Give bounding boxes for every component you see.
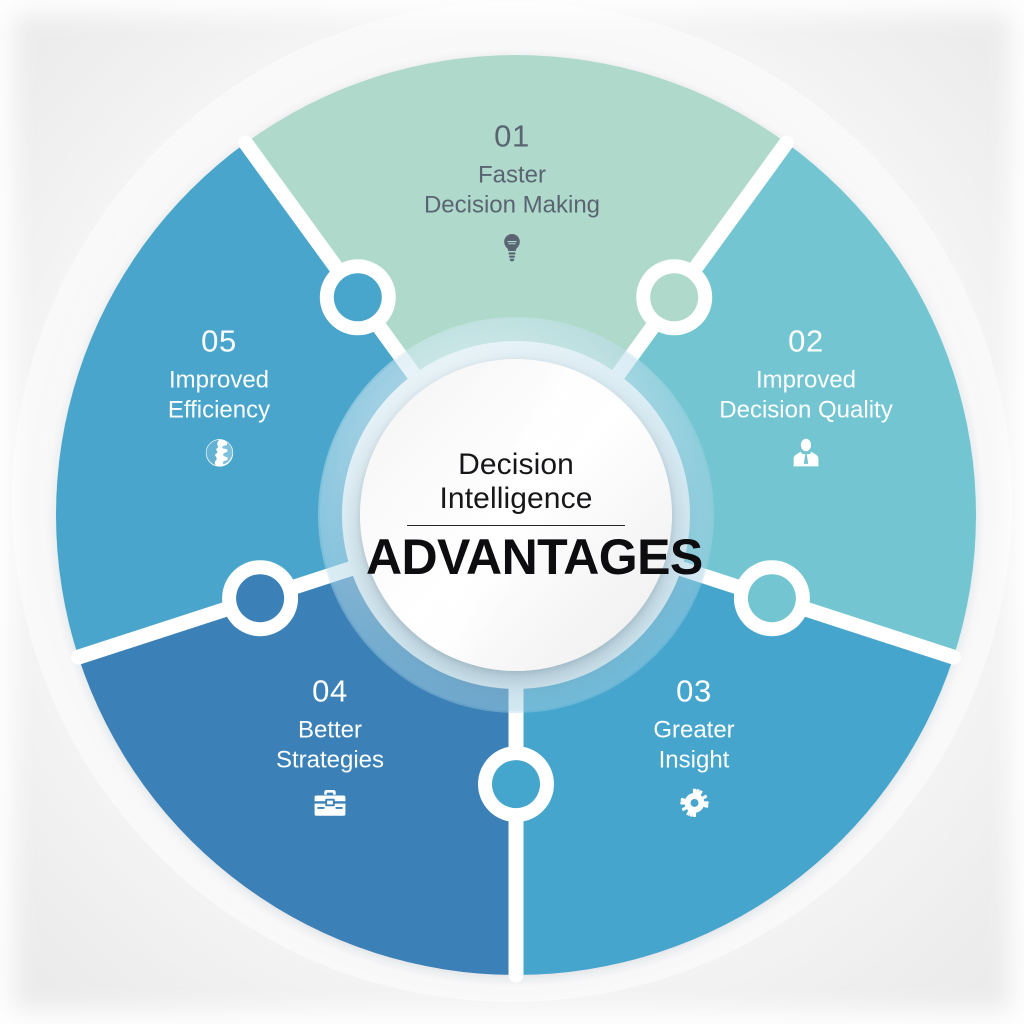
globe-icon (94, 438, 344, 468)
segment-04-title: Better Strategies (275, 716, 385, 774)
puzzle-knob-03-04 (478, 746, 554, 823)
hub-title: ADVANTAGES (366, 528, 703, 585)
user-tie-icon (681, 438, 931, 468)
segment-04-number: 04 (312, 673, 348, 709)
lightbulb-icon (387, 233, 637, 263)
hub-kicker-line2: Intelligence (439, 482, 593, 515)
center-hub[interactable]: Decision Intelligence ADVANTAGES (360, 359, 703, 671)
puzzle-knob-01-02 (636, 259, 713, 336)
puzzle-knob-04-05 (222, 560, 299, 637)
segment-01-number: 01 (494, 118, 530, 154)
segment-03-title: Greater Insight (653, 716, 735, 774)
hub-divider-rule (407, 524, 625, 526)
puzzle-knob-02-03 (733, 560, 810, 637)
segment-01-title: Faster Decision Making (423, 161, 601, 219)
segment-03-number: 03 (676, 673, 712, 709)
gear-icon (569, 788, 819, 818)
segment-label-02[interactable]: 02 Improved Decision Quality (681, 322, 931, 467)
segment-05-title: Improved Efficiency (167, 366, 271, 424)
segment-02-number: 02 (788, 323, 824, 359)
briefcase-icon (205, 788, 455, 818)
segment-01-shape[interactable] (245, 55, 787, 515)
puzzle-knob-05-01 (319, 259, 396, 336)
segment-label-03[interactable]: 03 Greater Insight (569, 672, 819, 817)
segment-label-05[interactable]: 05 Improved Efficiency (94, 322, 344, 467)
segment-label-01[interactable]: 01 Faster Decision Making (387, 117, 637, 262)
hub-kicker-line1: Decision (458, 448, 574, 482)
segment-02-title: Improved Decision Quality (719, 366, 893, 424)
segment-05-number: 05 (201, 323, 237, 359)
segment-label-04[interactable]: 04 Better Strategies (205, 672, 455, 817)
